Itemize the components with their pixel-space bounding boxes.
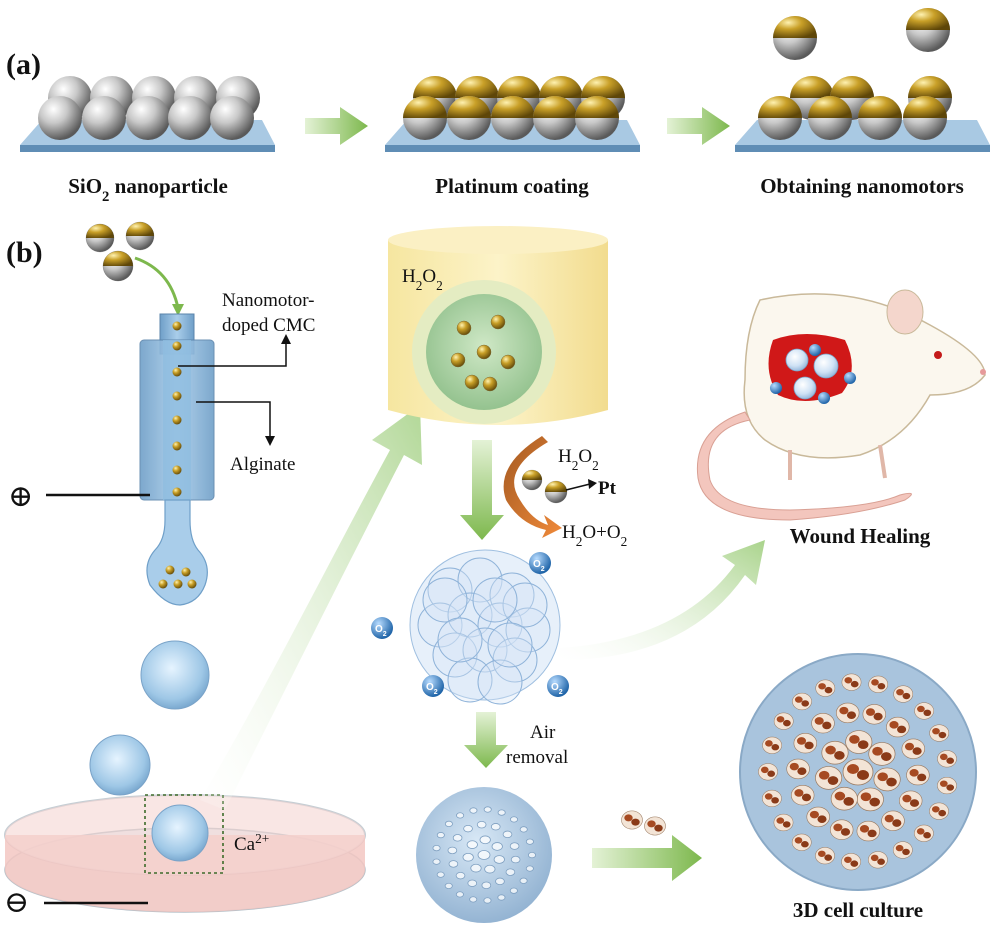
coaxial-needle — [139, 313, 215, 606]
positive-electrode-symbol: ⊕ — [8, 480, 33, 513]
cell-pair-icon — [621, 810, 666, 836]
reaction-output-label: H2O+O2 — [562, 522, 627, 549]
panel-b-label: (b) — [6, 236, 43, 269]
calcium-label: Ca2+ — [234, 831, 269, 856]
nanomotor-label-line1: Nanomotor- — [222, 290, 315, 311]
caption-sio2-nanoparticle: SiO2 nanoparticle — [68, 174, 228, 205]
panel-a-label: (a) — [6, 48, 41, 81]
cell-culture-sphere — [739, 653, 977, 891]
svg-text:O2: O2 — [426, 682, 438, 696]
reaction-input-label: H2O2 — [558, 446, 599, 473]
h2o2-container-label: H2O2 — [402, 266, 443, 293]
arrow-down-1 — [460, 440, 504, 540]
wound-healing-caption: Wound Healing — [790, 524, 931, 548]
arrow-to-wound-healing — [560, 540, 765, 660]
catalyst-label: Pt — [598, 478, 617, 499]
negative-electrode-symbol: ⊖ — [4, 886, 29, 919]
platinum-substrate — [385, 76, 640, 152]
big-transfer-arrow — [200, 405, 422, 810]
svg-text:O2: O2 — [375, 624, 387, 638]
inlet-arrow — [134, 256, 180, 309]
svg-text:O2: O2 — [533, 559, 545, 573]
alginate-label: Alginate — [230, 454, 295, 475]
caption-obtaining-nanomotors: Obtaining nanomotors — [760, 174, 964, 198]
arrow-down-2 — [464, 712, 508, 768]
reaction-arrow — [503, 436, 562, 538]
petri-dish — [4, 794, 366, 913]
rat-illustration — [696, 289, 986, 521]
alginate-pointer — [196, 401, 271, 440]
nanomotor-substrate — [735, 8, 990, 152]
falling-bead-2 — [89, 734, 151, 796]
arrow-to-cell-culture — [592, 835, 702, 881]
svg-text:O2: O2 — [551, 682, 563, 696]
cell-culture-caption: 3D cell culture — [793, 898, 923, 922]
nanomotor-label-line2: doped CMC — [222, 315, 315, 336]
porous-scaffold — [416, 787, 552, 923]
air-removal-label-line1: Air — [530, 722, 556, 743]
bubble-bead — [409, 549, 561, 705]
cavity-nanomotors — [450, 314, 516, 392]
arrow-a-1 — [305, 107, 368, 145]
falling-bead — [140, 640, 210, 710]
nanomotor-pointer — [178, 340, 287, 367]
sio2-substrate — [20, 76, 275, 152]
nanomotor-group-input — [85, 221, 155, 282]
air-removal-label-line2: removal — [506, 747, 568, 768]
arrow-a-2 — [667, 107, 730, 145]
caption-platinum-coating: Platinum coating — [435, 174, 589, 198]
